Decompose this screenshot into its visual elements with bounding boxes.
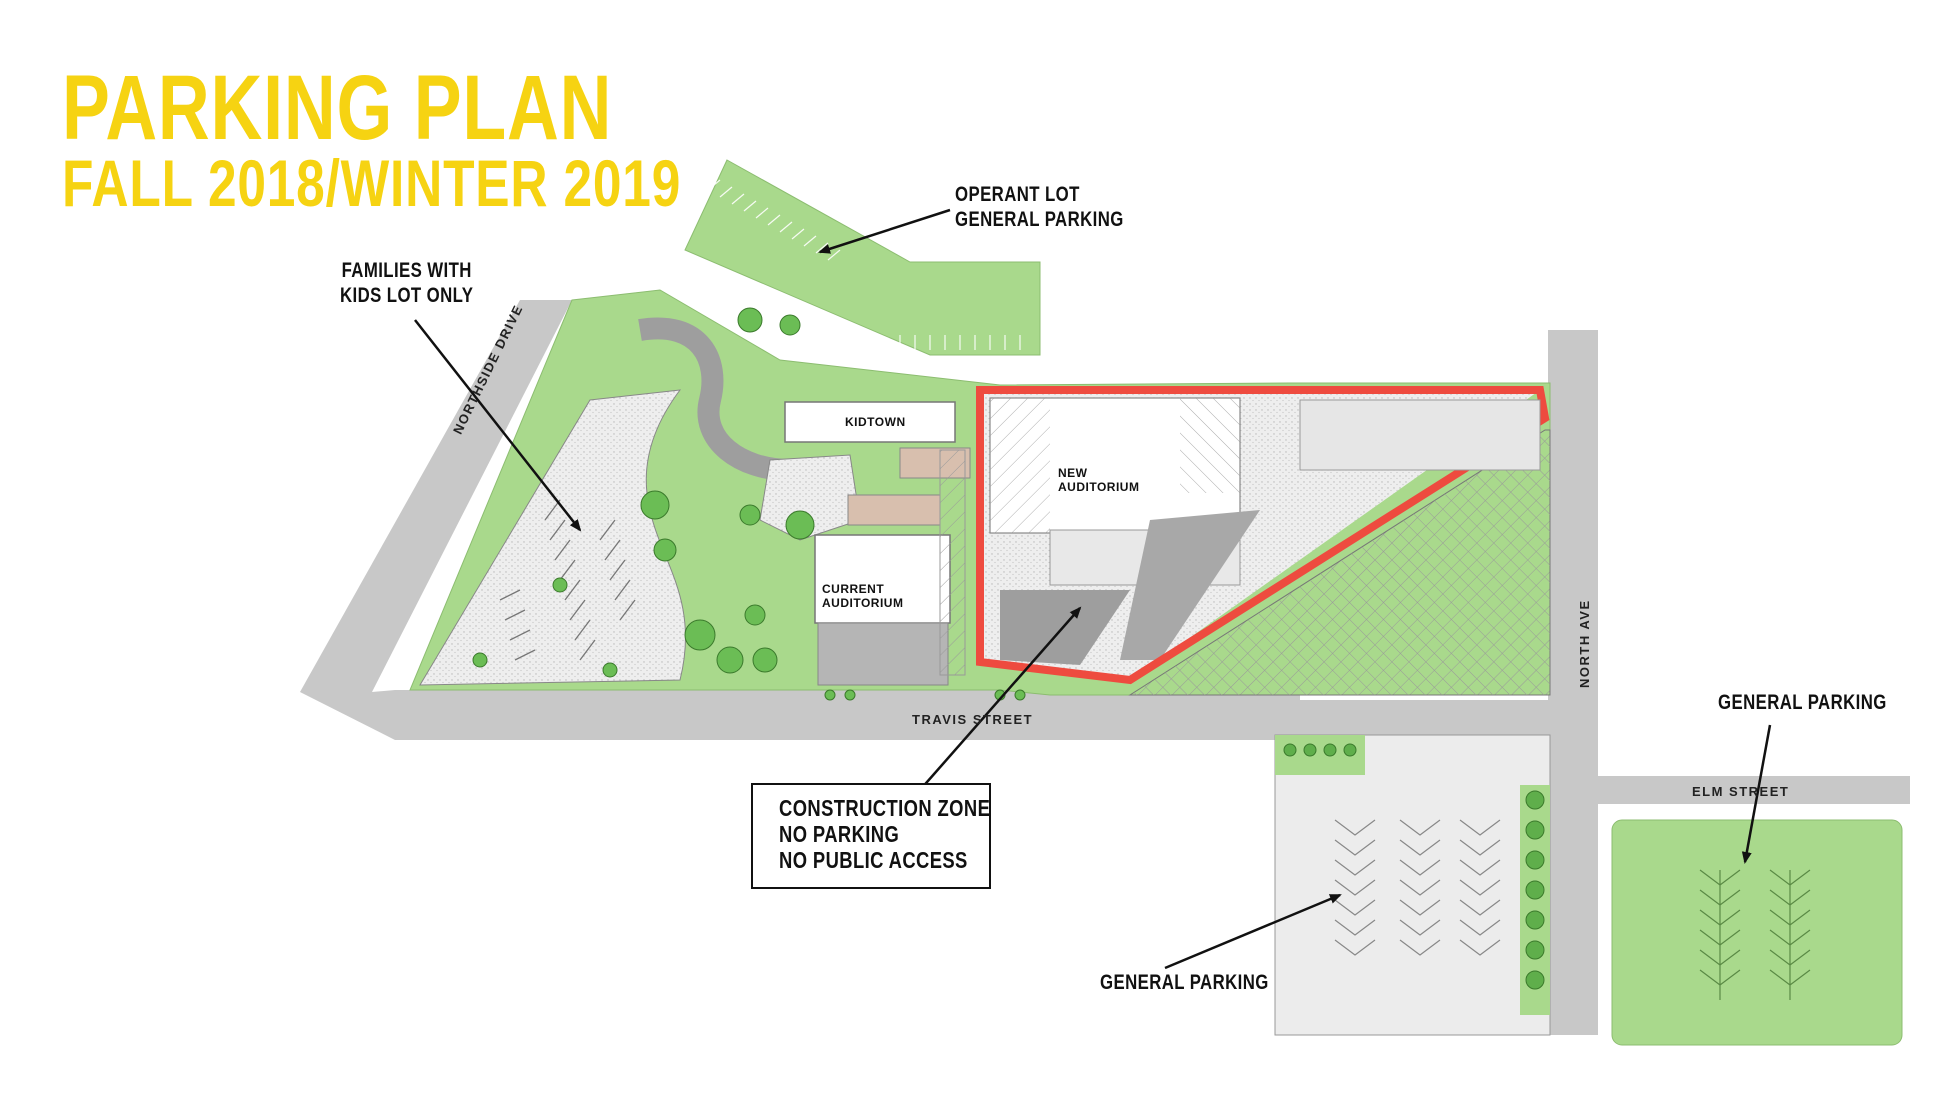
construction-outline (976, 386, 1550, 685)
trees (472, 307, 1026, 701)
general-parking-east-label: GENERAL PARKING (1718, 691, 1887, 714)
northside-drive-road (300, 300, 572, 692)
buildings (759, 401, 971, 686)
page-subtitle: FALL 2018/WINTER 2019 (62, 146, 682, 220)
travis-street-east-road (1045, 700, 1560, 735)
new-auditorium-label: NEW AUDITORIUM (1058, 466, 1140, 494)
hatched-strip (939, 449, 966, 676)
travis-corner (300, 690, 395, 740)
page-title: PARKING PLAN (62, 57, 613, 159)
families-lot-label: FAMILIES WITH KIDS LOT ONLY (340, 259, 474, 307)
tan-building-2 (847, 494, 941, 526)
elm-street-road (1598, 776, 1910, 804)
kidtown-building (784, 401, 956, 443)
east-general-parking-lot (1611, 819, 1903, 1046)
east-parking-strip (1299, 399, 1541, 471)
construction-zone-label: CONSTRUCTION ZONE NO PARKING NO PUBLIC A… (779, 795, 991, 873)
travis-street-label: TRAVIS STREET (912, 712, 1034, 727)
elm-street-label: ELM STREET (1692, 784, 1790, 799)
stipple-plaza (759, 454, 861, 541)
construction-zone-box: CONSTRUCTION ZONE NO PARKING NO PUBLIC A… (751, 783, 991, 889)
general-parking-south-label: GENERAL PARKING (1100, 971, 1269, 994)
annotation-arrows (414, 208, 1772, 970)
service-lot (817, 622, 949, 686)
south-general-parking-lot (1274, 734, 1551, 1036)
north-ave-road (1548, 330, 1598, 1035)
north-ave-label: NORTH AVE (1577, 599, 1592, 688)
current-auditorium-building (814, 534, 951, 624)
kidtown-label: KIDTOWN (845, 415, 906, 429)
operant-lot-label: OPERANT LOT GENERAL PARKING (955, 183, 1124, 231)
current-auditorium-label: CURRENT AUDITORIUM (822, 582, 904, 610)
operant-lot (684, 159, 1041, 356)
